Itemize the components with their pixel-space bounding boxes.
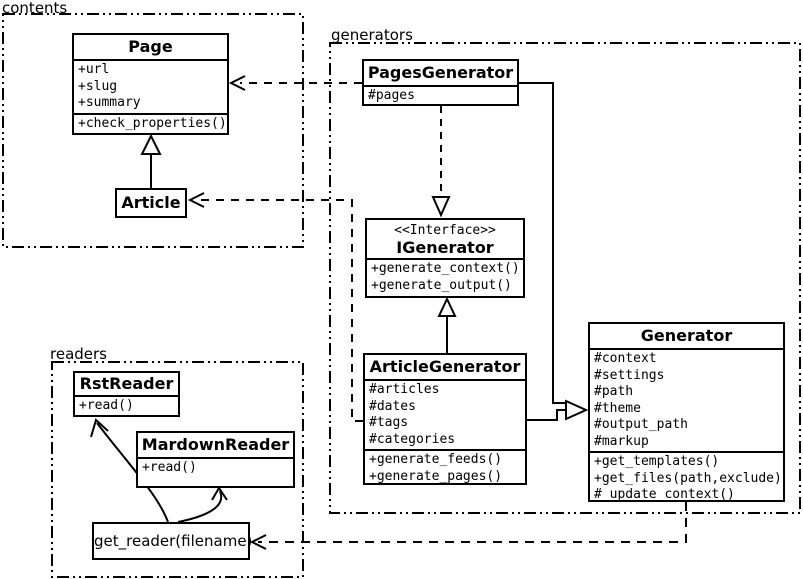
page-attributes: +url +slug +summary	[74, 59, 227, 113]
attribute: #context	[594, 351, 657, 366]
package-label-readers: readers	[50, 345, 107, 363]
method: +generate_feeds()	[369, 452, 503, 467]
realization-arrow-pagesgenerator-to-igenerator	[431, 106, 451, 218]
class-title-rstreader: RstReader	[79, 374, 174, 393]
pagesgenerator-attributes: #pages	[364, 85, 517, 106]
class-box-generator: Generator #context #settings #path #them…	[588, 322, 785, 502]
class-title-page: Page	[128, 37, 173, 56]
method: +read()	[142, 460, 197, 475]
attribute: #settings	[594, 367, 665, 383]
class-box-mardownreader: MardownReader +read()	[136, 431, 295, 488]
generator-methods: +get_templates() +get_files(path,exclude…	[590, 451, 783, 505]
attribute: #path	[594, 384, 634, 399]
igenerator-header: <<Interface>> IGenerator	[367, 220, 523, 258]
class-title-mardownreader: MardownReader	[141, 435, 290, 454]
class-box-article: Article	[115, 188, 187, 218]
method: +generate_pages()	[369, 468, 503, 484]
attribute: #output_path	[594, 417, 688, 432]
attribute: +slug	[78, 78, 118, 94]
package-label-contents: contents	[2, 0, 68, 17]
curved-arrow-getreader-to-mardownreader	[177, 486, 228, 523]
method: +check_properties()	[78, 115, 227, 131]
generalization-arrow-article-to-page	[140, 133, 162, 188]
method: +get_files(path,exclude)	[594, 470, 782, 486]
class-title-generator: Generator	[640, 326, 733, 345]
attribute: #markup	[594, 433, 649, 449]
class-box-page: Page +url +slug +summary +check_properti…	[72, 33, 229, 135]
attribute: #pages	[368, 88, 415, 103]
method: +generate_context()	[371, 261, 520, 276]
attribute: +summary	[78, 95, 141, 110]
attribute: #dates	[369, 398, 416, 414]
rstreader-methods: +read()	[75, 395, 178, 416]
class-title-article: Article	[121, 193, 181, 212]
articlegenerator-attributes: #articles #dates #tags #categories	[365, 379, 525, 449]
method: +get_templates()	[594, 454, 720, 469]
package-label-generators: generators	[331, 26, 413, 44]
dependency-arrow-articlegenerator-to-article	[187, 192, 363, 422]
mardownreader-methods: +read()	[138, 457, 293, 478]
class-title-pagesgenerator: PagesGenerator	[367, 63, 514, 82]
class-title-igenerator: IGenerator	[396, 238, 494, 257]
class-box-articlegenerator: ArticleGenerator #articles #dates #tags …	[363, 353, 527, 485]
class-box-pagesgenerator: PagesGenerator #pages	[362, 59, 519, 106]
class-title-articlegenerator: ArticleGenerator	[369, 357, 521, 376]
dependency-arrow-pagesgenerator-to-page	[228, 75, 362, 91]
method: +read()	[79, 398, 134, 413]
class-box-igenerator: <<Interface>> IGenerator +generate_conte…	[365, 218, 525, 298]
generalization-arrow-articlegenerator-to-igenerator	[437, 296, 457, 353]
function-box-get-reader: get_reader(filename)	[92, 522, 252, 560]
method: #_update_context()	[594, 487, 735, 502]
attribute: #theme	[594, 400, 641, 416]
generator-attributes: #context #settings #path #theme #output_…	[590, 348, 783, 451]
attribute: +url	[78, 62, 110, 77]
attribute: #articles	[369, 382, 440, 397]
articlegenerator-methods: +generate_feeds() +generate_pages()	[365, 449, 525, 486]
class-box-rstreader: RstReader +read()	[73, 371, 180, 417]
dependency-arrow-generator-to-getreader	[249, 502, 687, 550]
method: +generate_output()	[371, 277, 512, 293]
generalization-arrow-to-generator	[519, 82, 589, 421]
attribute: #tags	[369, 415, 409, 430]
stereotype-label: <<Interface>>	[394, 223, 496, 238]
igenerator-methods: +generate_context() +generate_output()	[367, 258, 523, 295]
attribute: #categories	[369, 431, 456, 447]
page-methods: +check_properties()	[74, 112, 227, 134]
